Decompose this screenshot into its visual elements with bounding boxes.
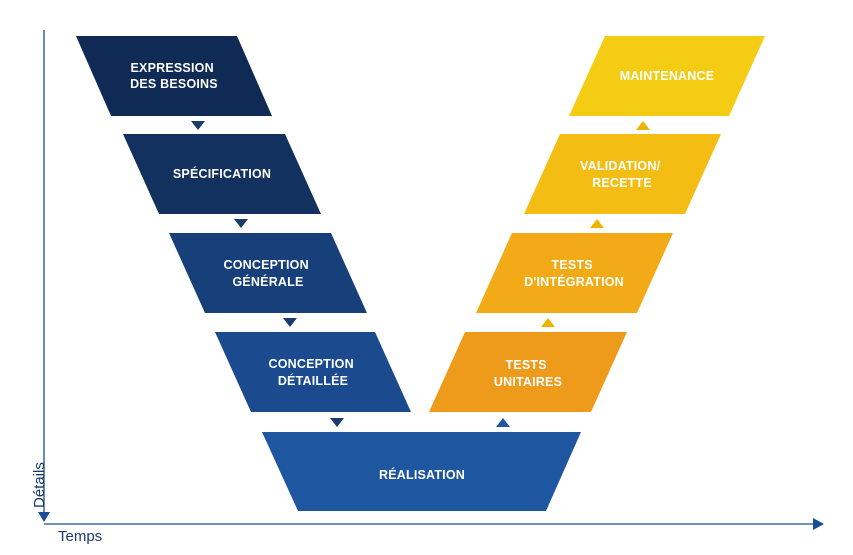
stage-label-line: SPÉCIFICATION bbox=[173, 166, 271, 181]
svg-text:EXPRESSION DES BESOINS: EXPRESSION DES BESOINS bbox=[130, 61, 218, 91]
stage-label-line: TESTS bbox=[552, 258, 593, 272]
stage-maintenance bbox=[569, 36, 765, 116]
stage-specification bbox=[123, 134, 321, 214]
arrow-down-icon bbox=[191, 121, 205, 130]
stage-label-line: GÉNÉRALE bbox=[232, 274, 303, 289]
stage-label-line: TESTS bbox=[506, 358, 547, 372]
stage-label-line: VALIDATION/ bbox=[580, 159, 661, 173]
stage-conception-detaillee bbox=[215, 332, 411, 412]
stage-tests-integration bbox=[476, 233, 673, 313]
svg-text:RÉALISATION: RÉALISATION bbox=[379, 467, 465, 482]
ascending-branch: TESTS UNITAIRES TESTS D'INTÉGRATION VALI… bbox=[429, 36, 765, 412]
arrow-up-icon bbox=[590, 219, 604, 228]
stage-label-line: CONCEPTION bbox=[223, 258, 308, 272]
stage-tests-unitaires bbox=[429, 332, 627, 412]
arrow-down-icon bbox=[234, 219, 248, 228]
stage-label-line: RECETTE bbox=[592, 176, 652, 190]
stage-label-line: UNITAIRES bbox=[494, 375, 562, 389]
correspondence-links bbox=[322, 170, 524, 363]
arrow-down-icon bbox=[283, 318, 297, 327]
y-axis-label: Détails bbox=[31, 462, 48, 508]
stage-label-line: DÉTAILLÉE bbox=[278, 373, 348, 388]
svg-text:TESTS D'INTÉGRATION: TESTS D'INTÉGRATION bbox=[524, 258, 624, 289]
svg-text:CONCEPTION GÉNÉRALE: CONCEPTION GÉNÉRALE bbox=[223, 258, 312, 289]
svg-text:MAINTENANCE: MAINTENANCE bbox=[620, 69, 715, 83]
x-axis-arrow-icon bbox=[813, 518, 824, 530]
y-axis-arrow-icon bbox=[38, 512, 50, 522]
x-axis-label: Temps bbox=[58, 528, 102, 545]
arrow-up-icon bbox=[636, 121, 650, 130]
svg-text:TESTS UNITAIRES: TESTS UNITAIRES bbox=[494, 358, 562, 389]
svg-text:SPÉCIFICATION: SPÉCIFICATION bbox=[173, 166, 271, 181]
descending-branch: EXPRESSION DES BESOINS SPÉCIFICATION CON… bbox=[76, 36, 411, 412]
stage-realisation bbox=[262, 432, 581, 511]
arrow-up-icon bbox=[541, 318, 555, 327]
svg-text:CONCEPTION DÉTAILLÉE: CONCEPTION DÉTAILLÉE bbox=[268, 357, 357, 388]
stage-expression-des-besoins bbox=[76, 36, 272, 116]
flow-arrows bbox=[191, 121, 650, 427]
stage-label-line: CONCEPTION bbox=[268, 357, 353, 371]
stage-label-line: RÉALISATION bbox=[379, 467, 465, 482]
arrow-down-icon bbox=[330, 418, 344, 427]
stage-conception-generale bbox=[169, 233, 367, 313]
stage-label-line: D'INTÉGRATION bbox=[524, 274, 624, 289]
axes: Temps Détails bbox=[31, 30, 824, 545]
svg-text:VALIDATION/ RECETTE: VALIDATION/ RECETTE bbox=[580, 159, 664, 190]
arrow-up-icon bbox=[496, 418, 510, 427]
bottom-stage: RÉALISATION bbox=[262, 432, 581, 511]
stage-validation-recette bbox=[524, 134, 721, 214]
stage-label-line: MAINTENANCE bbox=[620, 69, 715, 83]
stage-label-line: DES BESOINS bbox=[130, 77, 218, 91]
stage-label-line: EXPRESSION bbox=[131, 61, 214, 75]
